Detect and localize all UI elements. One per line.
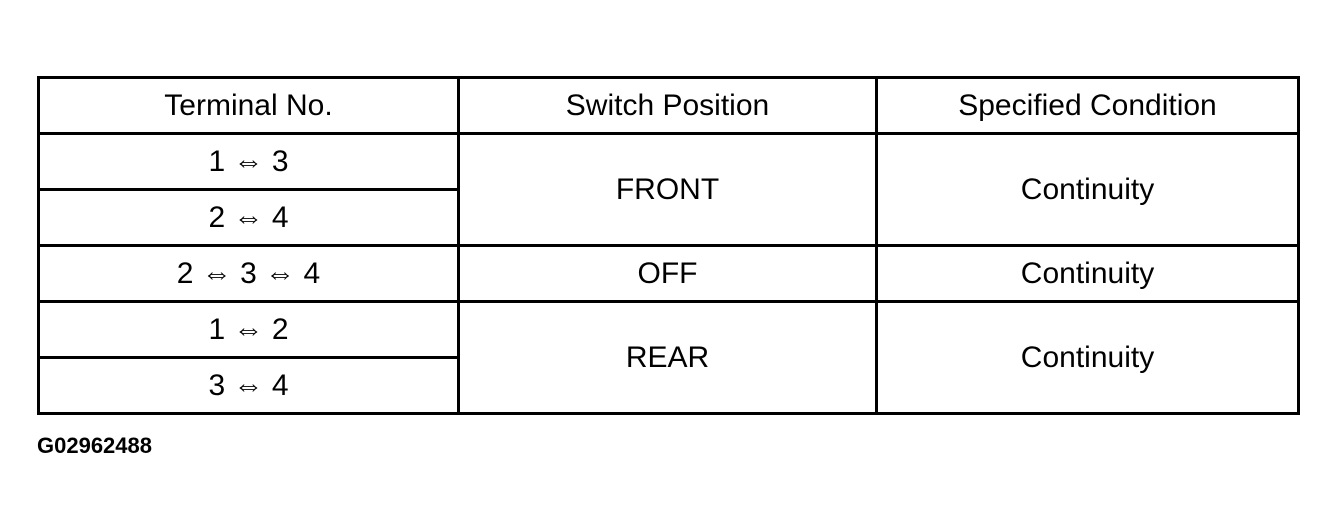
terminal-cell: 3 ⇔ 4 bbox=[37, 356, 460, 415]
switch-continuity-table: Terminal No. Switch Position Specified C… bbox=[37, 76, 1300, 415]
table-header-row: Terminal No. Switch Position Specified C… bbox=[37, 76, 1300, 135]
terminal-cell: 1 ⇔ 2 bbox=[37, 300, 460, 359]
figure-code: G02962488 bbox=[37, 433, 152, 458]
table-row: 1 ⇔ 3 FRONT Continuity bbox=[37, 132, 1300, 247]
header-switch-position: Switch Position bbox=[457, 76, 878, 135]
switch-position-cell: REAR bbox=[457, 300, 878, 415]
switch-position-cell: OFF bbox=[457, 244, 878, 303]
condition-cell: Continuity bbox=[875, 244, 1300, 303]
switch-position-cell: FRONT bbox=[457, 132, 878, 247]
header-terminal-no: Terminal No. bbox=[37, 76, 460, 135]
condition-cell: Continuity bbox=[875, 132, 1300, 247]
table-row: 3 ⇔ 4 bbox=[37, 356, 1299, 415]
terminal-cell: 2 ⇔ 4 bbox=[37, 188, 460, 247]
table-row: 2 ⇔ 4 bbox=[37, 188, 1299, 247]
terminal-cell: 1 ⇔ 3 bbox=[37, 132, 460, 191]
header-specified-condition: Specified Condition bbox=[875, 76, 1300, 135]
table-row: 1 ⇔ 2 REAR Continuity bbox=[37, 300, 1300, 415]
terminal-cell: 2 ⇔ 3 ⇔ 4 bbox=[37, 244, 460, 303]
condition-cell: Continuity bbox=[875, 300, 1300, 415]
table-row: 2 ⇔ 3 ⇔ 4 OFF Continuity bbox=[37, 244, 1300, 303]
